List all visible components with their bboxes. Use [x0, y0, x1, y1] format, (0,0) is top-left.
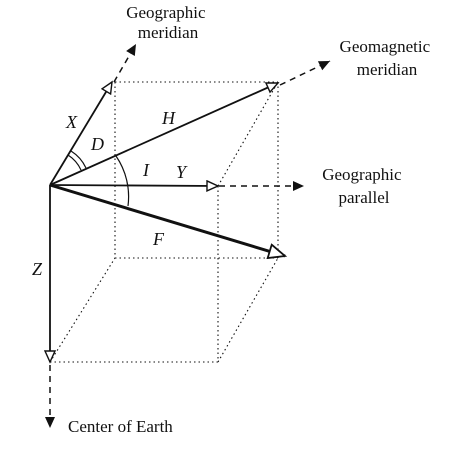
symbol-d: D — [90, 134, 104, 154]
geomagnetic-meridian-label-line-2: meridian — [357, 60, 418, 79]
symbol-z: Z — [32, 259, 43, 279]
vector-h — [49, 82, 278, 186]
geomagnetic-meridian-label: Geomagnetic meridian — [340, 37, 435, 79]
geographic-meridian-label-line-2: meridian — [138, 23, 199, 42]
symbol-i: I — [142, 160, 150, 180]
symbol-h: H — [161, 108, 176, 128]
geomagnetic-meridian-extension — [279, 60, 331, 86]
geographic-meridian-label: Geographic meridian — [126, 3, 210, 42]
symbol-f: F — [152, 229, 165, 249]
vector-x — [49, 82, 112, 186]
box-edges — [49, 81, 279, 363]
geographic-meridian-extension — [113, 43, 137, 83]
geographic-parallel-label: Geographic parallel — [322, 165, 406, 207]
symbol-y: Y — [176, 162, 188, 182]
vector-y — [49, 185, 218, 186]
vector-f — [49, 183, 285, 256]
field-vectors — [50, 82, 285, 362]
geographic-parallel-label-line-2: parallel — [339, 188, 390, 207]
inclination-arc — [115, 155, 130, 207]
declination-arc-inner — [67, 154, 82, 171]
geomagnetic-meridian-label-line-1: Geomagnetic — [340, 37, 431, 56]
center-of-earth-label: Center of Earth — [68, 417, 173, 436]
symbol-x: X — [65, 112, 78, 132]
angle-arcs — [67, 150, 130, 207]
declination-arc — [70, 150, 87, 169]
geographic-parallel-label-line-1: Geographic — [322, 165, 402, 184]
axis-extensions — [45, 43, 331, 428]
geographic-meridian-label-line-1: Geographic — [126, 3, 206, 22]
